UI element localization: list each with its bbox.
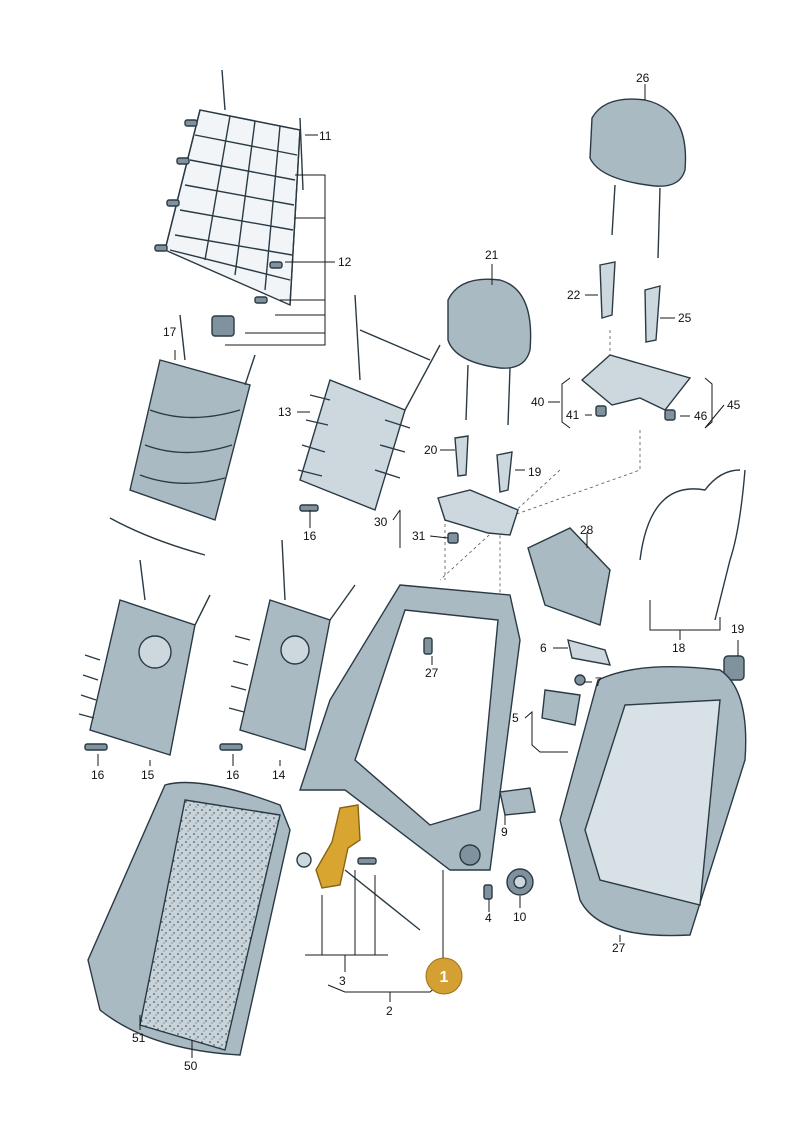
callout-label: 26 [636,71,650,85]
adjuster-mechanism [527,527,611,626]
callout-label: 12 [338,255,352,269]
callout-label: 19 [528,465,542,479]
bowden-cable [639,469,746,681]
callout-label: 2 [386,1004,393,1018]
callout-label: 27 [612,941,626,955]
screw-set [84,504,319,751]
callout-label: 6 [540,641,547,655]
callout-label: 25 [678,311,692,325]
lumbar-support-panel [109,314,256,556]
callout-label: 16 [226,768,240,782]
headrest-sleeves [454,435,513,493]
backrest-spring-carrier-upper [297,294,441,511]
callout-label: 13 [278,405,292,419]
position-badge-label: 1 [440,969,449,986]
callout-label: 41 [566,408,580,422]
headrest-guides [599,261,661,343]
callout-label: 27 [425,666,439,680]
callout-label: 51 [132,1031,146,1045]
callout-label: 19 [731,622,745,636]
backrest-adjustment-unit-right [228,539,356,751]
callout-labels: 11 12 17 13 16 30 31 20 19 21 22 25 26 4… [91,71,745,1073]
position-badge[interactable]: 1 [425,957,463,995]
callout-label: 15 [141,768,155,782]
callout-label: 9 [501,825,508,839]
callout-label: 30 [374,515,388,529]
callout-label: 18 [672,641,686,655]
headrest-mount-bracket [437,489,519,544]
callout-label: 28 [580,523,594,537]
callout-label: 40 [531,395,545,409]
callout-label: 5 [512,711,519,725]
position-badge-circle [425,957,463,995]
backrest-rear-panel [559,665,747,937]
screw [423,637,433,655]
headrest-guide-bracket [580,354,692,421]
headrest-rear [589,98,687,259]
backrest-frame [299,584,521,871]
callout-label: 46 [694,409,708,423]
callout-label: 22 [567,288,581,302]
callout-label: 20 [424,443,438,457]
leader-lines [97,84,739,1058]
highlighted-recliner-motor [296,804,421,931]
callout-label: 4 [485,911,492,925]
callout-label: 17 [163,325,177,339]
headrest [447,278,532,426]
callout-label: 10 [513,910,527,924]
callout-label: 7 [595,675,602,689]
callout-label: 45 [727,398,741,412]
backrest-adjustment-unit-left [78,559,211,756]
callout-label: 31 [412,529,426,543]
backrest-cover [87,781,291,1056]
callout-label: 14 [272,768,286,782]
callout-label: 21 [485,248,499,262]
callout-label: 16 [303,529,317,543]
callout-label: 3 [339,974,346,988]
small-parts [483,639,612,900]
lumbar-wire-mat [154,69,304,337]
callout-label: 11 [319,129,332,143]
callout-label: 16 [91,768,105,782]
callout-label: 50 [184,1059,198,1073]
